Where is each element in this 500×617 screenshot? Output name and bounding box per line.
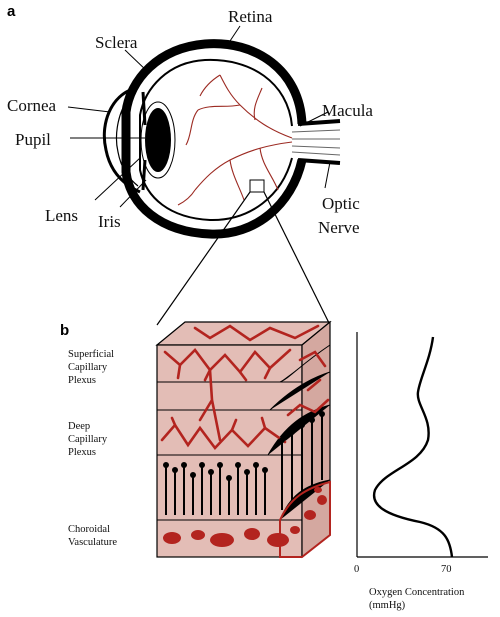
iris-top: [141, 91, 147, 126]
graph-xlabel-2: (mmHg): [369, 600, 406, 611]
macula-label: Macula: [322, 101, 373, 120]
superficial-label-2: Capillary: [68, 362, 108, 373]
panel-b-letter: b: [60, 322, 69, 339]
block-front-face: [156, 344, 303, 558]
optic-nerve-label-2: Nerve: [318, 218, 360, 237]
graph-xlabel-1: Oxygen Concentration: [369, 587, 465, 598]
optic-nerve-fibers: [291, 129, 341, 156]
sclera-label: Sclera: [95, 33, 138, 52]
tick-0-label: 0: [354, 564, 359, 575]
retina-line: [139, 58, 293, 222]
oxygen-graph: 0 70 Oxygen Concentration (mmHg): [354, 332, 488, 611]
photoreceptors: [165, 414, 323, 515]
cornea-inner: [115, 95, 139, 187]
photoreceptor-heads: [163, 411, 325, 481]
tissue-block: [155, 320, 332, 559]
eye-leader-lines: [67, 25, 331, 208]
lens-label: Lens: [45, 206, 78, 225]
zoom-line-left: [156, 191, 251, 326]
deep-plexus-vessels: [160, 398, 330, 451]
pupil-label: Pupil: [15, 130, 51, 149]
superficial-label-3: Plexus: [68, 375, 96, 386]
lens-pupil: [145, 108, 171, 172]
cornea-label: Cornea: [7, 96, 57, 115]
choroid-label-2: Vasculature: [68, 537, 117, 548]
oxygen-curve: [372, 336, 454, 558]
zoom-line-right: [263, 191, 331, 326]
choroidal-vessels: [163, 487, 327, 547]
panel-a-letter: a: [7, 3, 16, 20]
deep-label-1: Deep: [68, 421, 90, 432]
sclera-wall: [121, 39, 307, 239]
deep-label-3: Plexus: [68, 447, 96, 458]
iris-label: Iris: [98, 212, 121, 231]
optic-nerve-bottom: [297, 158, 341, 165]
deep-label-2: Capillary: [68, 434, 108, 445]
tick-70-label: 70: [441, 564, 452, 575]
lens-outline: [140, 101, 176, 179]
superficial-label-1: Superficial: [68, 349, 114, 360]
cornea-curve: [102, 86, 141, 194]
inset-box: [249, 179, 265, 193]
retinal-vessels: [177, 74, 293, 206]
choroid-cut-vessel: [279, 480, 331, 558]
eyeball: [102, 39, 341, 239]
optic-nerve-label-1: Optic: [322, 194, 360, 213]
retina-label: Retina: [228, 7, 273, 26]
superficial-plexus-vessels: [163, 324, 327, 442]
choroid-label-1: Choroidal: [68, 524, 110, 535]
